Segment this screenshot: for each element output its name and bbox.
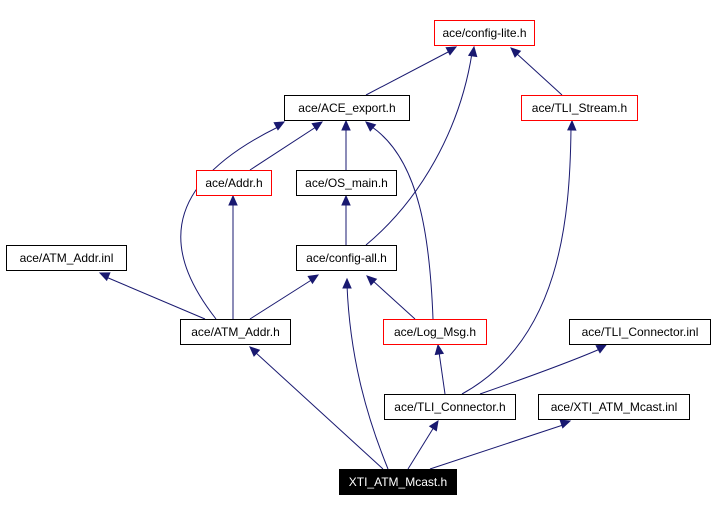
edge-config_all-to-config_lite xyxy=(365,45,478,246)
node-box xyxy=(434,20,535,46)
edge-tli_stream-to-config_lite xyxy=(510,47,563,96)
node-config-all[interactable]: ace/config-all.h xyxy=(296,245,397,271)
edge-arrowhead xyxy=(434,343,445,356)
node-box xyxy=(569,319,711,345)
node-tli-stream[interactable]: ace/TLI_Stream.h xyxy=(521,95,638,121)
edge-ace_export-to-config_lite xyxy=(365,46,458,96)
node-box xyxy=(196,170,272,196)
edge-log_msg-to-ace_export xyxy=(365,121,434,320)
node-tli-connector-inl[interactable]: ace/TLI_Connector.inl xyxy=(569,319,711,345)
edge-tli_connector-to-log_msg xyxy=(434,343,446,395)
edge-arrowhead xyxy=(307,274,320,285)
edge-tli_connector-to-tli_connector_inl xyxy=(479,344,608,395)
node-box xyxy=(6,245,127,271)
node-label: ace/ATM_Addr.h xyxy=(191,325,280,339)
edge-line xyxy=(371,126,434,320)
node-label: ace/TLI_Stream.h xyxy=(532,101,627,115)
edge-line xyxy=(346,284,389,470)
edge-line xyxy=(515,52,563,96)
edge-line xyxy=(249,278,314,320)
node-label: ace/ACE_export.h xyxy=(298,101,395,115)
node-box xyxy=(296,245,397,271)
nodes-layer: ace/config-lite.h ace/ACE_export.h ace/TLI… xyxy=(6,20,711,495)
node-label: ace/config-all.h xyxy=(306,251,387,265)
edge-line xyxy=(479,348,601,395)
node-label: ace/XTI_ATM_Mcast.inl xyxy=(551,400,677,414)
edge-arrowhead xyxy=(341,119,351,131)
node-os-main[interactable]: ace/OS_main.h xyxy=(296,170,397,196)
node-atm-addr-inl[interactable]: ace/ATM_Addr.inl xyxy=(6,245,127,271)
node-label: ace/TLI_Connector.inl xyxy=(582,325,699,339)
node-label: ace/Log_Msg.h xyxy=(394,325,476,339)
node-box xyxy=(296,170,397,196)
edge-arrowhead xyxy=(567,119,577,131)
edge-arrowhead xyxy=(467,45,478,58)
edge-atm_addr-to-atm_addr_inl xyxy=(98,272,206,320)
edge-log_msg-to-config_all xyxy=(366,275,416,320)
edge-line xyxy=(365,50,451,96)
edge-atm_addr-to-config_all xyxy=(249,274,320,320)
edge-arrowhead xyxy=(366,275,378,286)
node-box xyxy=(284,95,410,121)
edge-arrowhead xyxy=(342,277,352,289)
edge-addr-to-ace_export xyxy=(249,121,324,171)
node-box xyxy=(538,394,690,420)
edge-arrowhead xyxy=(428,419,439,432)
edge-line xyxy=(249,126,317,171)
edge-line xyxy=(254,351,384,470)
node-ace-export[interactable]: ace/ACE_export.h xyxy=(284,95,410,121)
node-config-lite[interactable]: ace/config-lite.h xyxy=(434,20,535,46)
edge-arrowhead xyxy=(341,194,351,206)
edge-arrowhead xyxy=(228,194,238,206)
edge-arrowhead xyxy=(445,46,458,56)
node-label: XTI_ATM_Mcast.h xyxy=(349,475,447,489)
node-tli-connector[interactable]: ace/TLI_Connector.h xyxy=(384,394,516,420)
node-addr[interactable]: ace/Addr.h xyxy=(196,170,272,196)
edge-line xyxy=(365,52,473,246)
edge-xti_mcast-to-atm_addr xyxy=(249,346,384,470)
edge-xti_mcast-to-config_all xyxy=(342,277,389,470)
edge-arrowhead xyxy=(595,344,608,354)
edge-line xyxy=(461,127,572,395)
edge-arrowhead xyxy=(249,346,261,357)
edge-os_main-to-ace_export xyxy=(341,119,351,170)
edge-arrowhead xyxy=(98,272,111,282)
node-label: ace/TLI_Connector.h xyxy=(394,400,505,414)
node-box xyxy=(384,394,516,420)
node-box xyxy=(180,319,291,345)
edge-atm_addr-to-addr xyxy=(228,194,238,319)
node-label: ace/Addr.h xyxy=(205,176,262,190)
edge-atm_addr-to-ace_export xyxy=(180,121,286,320)
edge-config_all-to-os_main xyxy=(341,194,351,245)
edge-line xyxy=(180,126,279,320)
edge-line xyxy=(429,424,564,470)
edge-xti_mcast-to-tli_connector xyxy=(407,419,439,470)
node-xti-mcast[interactable]: XTI_ATM_Mcast.h xyxy=(339,469,457,495)
edge-arrowhead xyxy=(311,121,324,132)
edge-line xyxy=(105,276,206,320)
edge-arrowhead xyxy=(559,419,572,429)
edge-line xyxy=(371,279,416,320)
node-box xyxy=(383,319,487,345)
edge-arrowhead xyxy=(365,121,377,132)
edge-tli_connector-to-tli_stream xyxy=(461,119,577,395)
edges-layer xyxy=(98,45,608,470)
edge-line xyxy=(438,351,446,395)
node-log-msg[interactable]: ace/Log_Msg.h xyxy=(383,319,487,345)
node-box xyxy=(521,95,638,121)
node-atm-addr[interactable]: ace/ATM_Addr.h xyxy=(180,319,291,345)
node-label: ace/OS_main.h xyxy=(305,176,388,190)
edge-arrowhead xyxy=(510,47,522,58)
node-label: ace/ATM_Addr.inl xyxy=(20,251,114,265)
node-xti-mcast-inl[interactable]: ace/XTI_ATM_Mcast.inl xyxy=(538,394,690,420)
edge-line xyxy=(407,426,435,470)
edge-arrowhead xyxy=(273,121,286,131)
edge-xti_mcast-to-xti_mcast_inl xyxy=(429,419,572,470)
node-box xyxy=(339,469,457,495)
node-label: ace/config-lite.h xyxy=(442,26,526,40)
